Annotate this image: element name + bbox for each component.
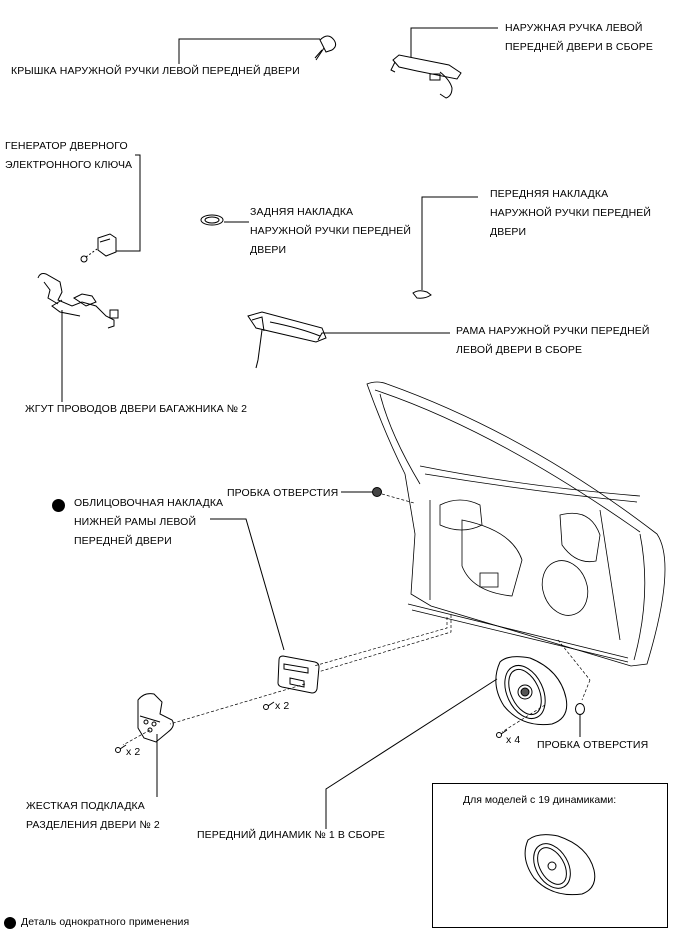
oscillator-part: [80, 233, 117, 263]
handle-frame-part: [247, 311, 327, 369]
inset-box: Для моделей с 19 динамиками:: [432, 783, 668, 928]
label-garnish-screw-qty: x 2: [275, 700, 290, 712]
label-lower-frame-garnish: ОБЛИЦОВОЧНАЯ НАКЛАДКА НИЖНЕЙ РАМЫ ЛЕВОЙ …: [74, 497, 224, 547]
leader-line: [421, 196, 478, 290]
door-panel-part: [366, 381, 666, 667]
screw-icon: [496, 732, 502, 738]
speaker-part: [495, 656, 568, 726]
label-front-speaker-assy: ПЕРЕДНИЙ ДИНАМИК № 1 В СБОРЕ: [197, 829, 386, 841]
label-outside-handle-assy: НАРУЖНАЯ РУЧКА ЛЕВОЙ ПЕРЕДНЕЙ ДВЕРИ В СБ…: [505, 22, 653, 53]
non-reusable-marker-icon: [52, 499, 65, 512]
legend-marker-icon: [4, 917, 16, 929]
handle-cover-part: [314, 35, 337, 61]
label-speaker-screw-qty: x 4: [506, 734, 521, 746]
inset-speaker-part: [524, 834, 596, 896]
inset-title: Для моделей с 19 динамиками:: [463, 794, 617, 806]
rear-pad-part: [200, 214, 224, 226]
wire-harness-part: [37, 273, 119, 329]
lower-frame-garnish-part: [277, 655, 320, 694]
label-outside-handle-cover: КРЫШКА НАРУЖНОЙ РУЧКИ ЛЕВОЙ ПЕРЕДНЕЙ ДВЕ…: [11, 65, 300, 77]
screw-icon: [263, 704, 269, 710]
label-wire-harness: ЖГУТ ПРОВОДОВ ДВЕРИ БАГАЖНИКА № 2: [25, 403, 248, 415]
front-pad-part: [412, 290, 432, 299]
leader-line: [317, 332, 450, 341]
label-electrical-key-oscillator: ГЕНЕРАТОР ДВЕРНОГО ЭЛЕКТРОННОГО КЛЮЧА: [5, 140, 133, 171]
label-door-service-hole-cover: ЖЕСТКАЯ ПОДКЛАДКА РАЗДЕЛЕНИЯ ДВЕРИ № 2: [26, 800, 160, 831]
label-handle-frame-assy: РАМА НАРУЖНОЙ РУЧКИ ПЕРЕДНЕЙ ЛЕВОЙ ДВЕРИ…: [456, 325, 650, 356]
label-hole-plug-upper: ПРОБКА ОТВЕРСТИЯ: [227, 487, 339, 499]
label-cover-screw-qty: x 2: [126, 746, 141, 758]
label-hole-plug-lower: ПРОБКА ОТВЕРСТИЯ: [537, 739, 649, 751]
leader-line: [325, 678, 498, 829]
leader-line: [178, 38, 320, 64]
leader-line: [410, 27, 498, 57]
outside-handle-part: [390, 54, 462, 99]
label-rear-handle-pad: ЗАДНЯЯ НАКЛАДКА НАРУЖНОЙ РУЧКИ ПЕРЕДНЕЙ …: [250, 206, 412, 256]
legend-text: Деталь однократного применения: [21, 916, 190, 928]
hole-plug-part: [372, 487, 382, 497]
leader-line: [116, 154, 141, 252]
leader-line: [210, 518, 285, 651]
hole-plug-part: [575, 703, 585, 715]
service-cover-part: [137, 693, 174, 743]
screw-icon: [115, 747, 121, 753]
label-front-handle-pad: ПЕРЕДНЯЯ НАКЛАДКА НАРУЖНОЙ РУЧКИ ПЕРЕДНЕ…: [490, 188, 652, 238]
